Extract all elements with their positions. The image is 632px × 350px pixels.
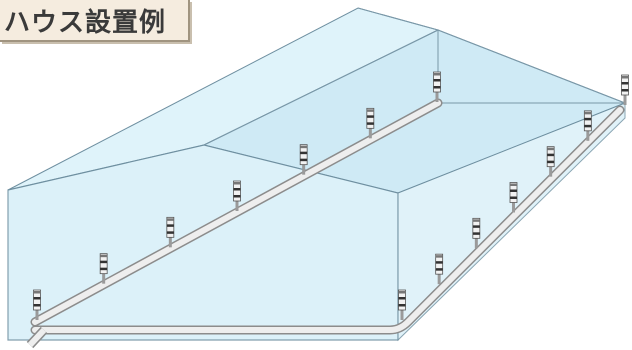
greenhouse-ridge-line <box>203 29 439 146</box>
sprinkler-device <box>299 144 308 175</box>
sprinkler-device <box>435 253 444 285</box>
sprinkler-device <box>472 217 481 249</box>
greenhouse-left-rafter <box>357 7 439 31</box>
sprinkler-device <box>509 182 518 213</box>
sprinkler-device <box>166 216 175 248</box>
pipe-network <box>26 98 625 349</box>
sprinkler-device <box>433 71 441 102</box>
sprinkler-device <box>583 110 592 141</box>
sprinkler-device <box>366 107 375 139</box>
sprinkler-device <box>33 289 41 320</box>
sprinkler-device <box>233 180 241 211</box>
front-pipe-fill <box>32 107 623 333</box>
sprinkler-device <box>621 74 629 105</box>
sprinkler-device <box>398 289 406 320</box>
sprinkler-device <box>546 146 555 177</box>
page-title: ハウス設置例 <box>4 7 167 38</box>
title-tab: ハウス設置例 <box>0 0 190 42</box>
center-pipe-fill <box>32 100 441 325</box>
sprinkler-devices <box>33 71 629 320</box>
inlet-pipe-fill <box>27 327 47 348</box>
greenhouse-right-eave <box>437 29 626 104</box>
sprinkler-device <box>99 253 108 284</box>
